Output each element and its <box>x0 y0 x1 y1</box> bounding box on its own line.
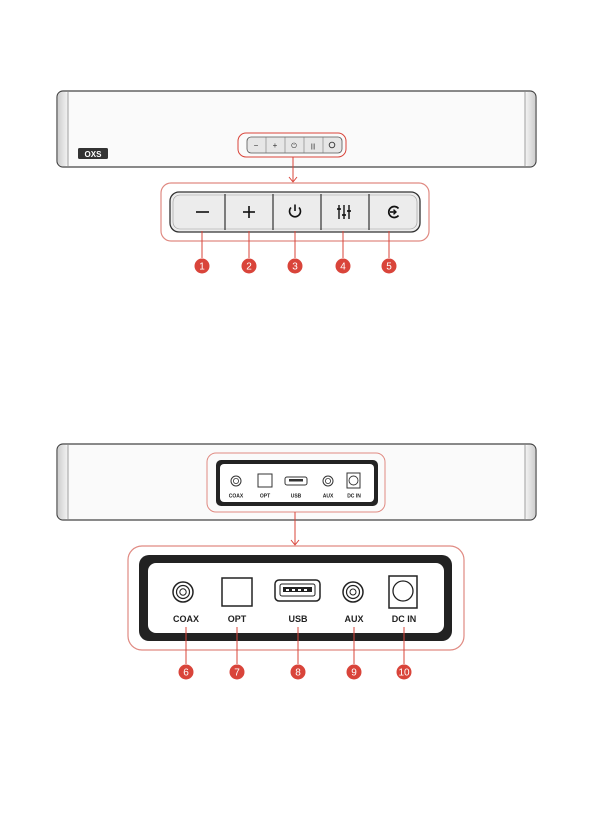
port-label-coax: COAX <box>173 614 199 624</box>
svg-text:9: 9 <box>351 668 357 679</box>
brand-logo: OXS <box>78 148 108 159</box>
svg-text:1: 1 <box>199 262 205 273</box>
callout-7: 7 <box>230 665 245 680</box>
port-label-aux: AUX <box>344 614 363 624</box>
svg-text:2: 2 <box>246 262 252 273</box>
svg-text:−: − <box>254 141 259 150</box>
svg-text:3: 3 <box>292 262 298 273</box>
port-panel-zoom <box>128 546 464 650</box>
svg-text:+: + <box>273 141 278 150</box>
port-label-usb: USB <box>288 614 308 624</box>
callout-3: 3 <box>288 259 303 274</box>
svg-text:8: 8 <box>295 668 301 679</box>
callout-6: 6 <box>179 665 194 680</box>
svg-text:OPT: OPT <box>260 494 270 500</box>
svg-text:7: 7 <box>234 668 240 679</box>
port-label-opt: OPT <box>228 614 247 624</box>
callout-2: 2 <box>242 259 257 274</box>
svg-text:USB: USB <box>291 494 302 500</box>
svg-text:OXS: OXS <box>85 150 103 159</box>
svg-text:COAX: COAX <box>229 494 244 500</box>
callout-9: 9 <box>347 665 362 680</box>
svg-text:|||: ||| <box>311 144 316 150</box>
sliders-icon <box>337 205 351 219</box>
callout-lines-top <box>202 231 389 258</box>
soundbar-top-view <box>57 91 536 167</box>
svg-text:AUX: AUX <box>323 494 334 500</box>
svg-text:DC IN: DC IN <box>347 494 361 500</box>
svg-text:⏻: ⏻ <box>291 142 297 150</box>
svg-text:6: 6 <box>183 668 189 679</box>
callout-4: 4 <box>336 259 351 274</box>
svg-text:5: 5 <box>386 262 392 273</box>
port-label-dc-in: DC IN <box>392 614 417 624</box>
small-control-strip: − + ⏻ ||| <box>238 133 346 157</box>
svg-text:4: 4 <box>340 262 346 273</box>
small-port-panel: COAX OPT USB AUX DC IN <box>207 453 385 512</box>
callout-10: 10 <box>397 665 412 680</box>
callout-1: 1 <box>195 259 210 274</box>
callout-5: 5 <box>382 259 397 274</box>
callout-8: 8 <box>291 665 306 680</box>
svg-text:10: 10 <box>398 668 410 679</box>
